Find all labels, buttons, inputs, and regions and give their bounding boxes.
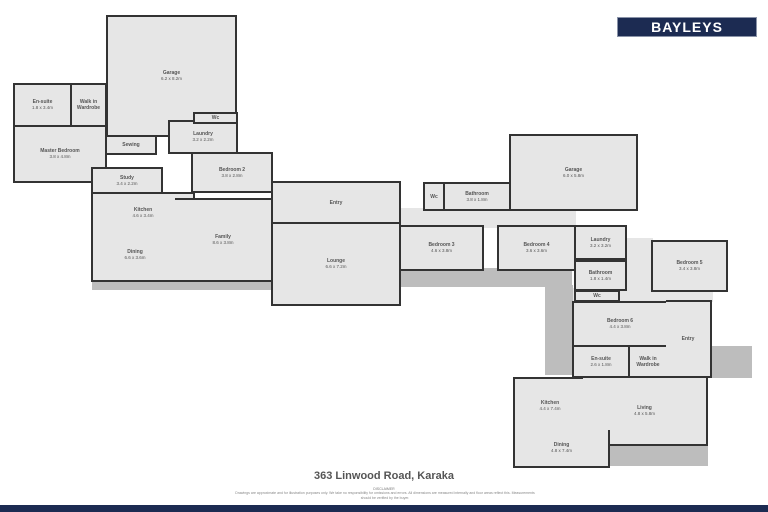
porch [710, 346, 752, 378]
room-wardrobe-2: Walk in Wardrobe [628, 345, 668, 378]
deck [545, 285, 573, 375]
room-wc-1: Wc [193, 112, 238, 124]
hallway [625, 238, 653, 293]
room-entry-2: Entry [666, 300, 712, 378]
disclaimer-heading: DISCLAIMER [373, 487, 395, 491]
hallway [398, 208, 576, 228]
room-wc-2: Wc [423, 182, 445, 211]
room-wardrobe-1: Walk in Wardrobe [70, 83, 107, 127]
footer-band [0, 505, 768, 512]
room-entry-1: Entry [271, 181, 401, 224]
deck [608, 444, 708, 466]
disclaimer-text: Drawings are approximate and for illustr… [235, 491, 535, 500]
bayleys-logo: BAYLEYS [617, 17, 757, 37]
room-sewing: Sewing [105, 135, 157, 155]
property-address: 363 Linwood Road, Karaka [314, 470, 454, 482]
deck [92, 280, 272, 290]
deck [400, 268, 572, 287]
